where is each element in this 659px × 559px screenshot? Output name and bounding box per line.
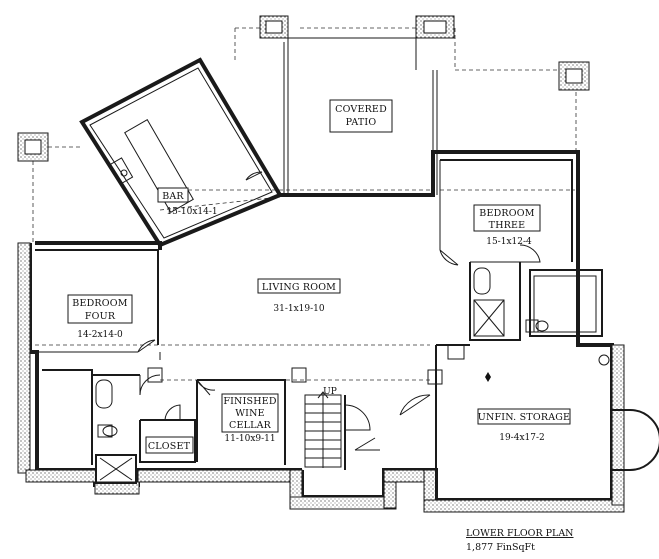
wine-cellar-label-box [221,393,279,433]
closet-room [139,404,196,463]
storage-label-box [477,408,571,425]
foundation-strips [17,242,625,513]
bedroom-four-name-1: BEDROOM [72,298,127,309]
bedroom-three-dims: 15-1x12-4 [486,237,532,247]
bedroom-four-dims: 14-2x14-0 [77,330,123,340]
bath-four [42,369,161,484]
deck-outline [32,27,577,381]
closet-name: CLOSET [148,441,191,452]
bath-three [469,262,603,341]
bedroom-three-name-2: THREE [489,220,526,231]
living-room-dims: 31-1x19-10 [273,304,325,314]
stair-up-label: UP [323,387,337,397]
unfinished-storage [399,344,659,500]
plan-area: 1,877 FinSqFt [466,542,535,553]
bedroom-three-name-1: BEDROOM [479,208,534,219]
stairwell [147,367,443,470]
exterior-walls [28,150,614,502]
bedroom-four-label-box [67,294,133,324]
wine-cellar [196,379,286,465]
closet-label-box [145,436,194,454]
wine-cellar-dims: 11-10x9-11 [224,434,275,444]
corner-post-left [17,132,49,162]
bar-name: BAR [162,191,184,202]
wine-cellar-name-2: WINE [235,408,265,419]
corner-post-right [558,61,590,91]
covered-patio-label-box [329,99,393,133]
covered-patio [283,37,438,195]
plan-title: LOWER FLOOR PLAN [466,528,574,539]
storage-dims: 19-4x17-2 [499,433,545,443]
bedroom-four-name-2: FOUR [85,311,116,322]
living-room-label-box [257,278,341,294]
bar-label-box [157,187,189,203]
bedroom-three [439,159,573,266]
wine-cellar-name-3: CELLAR [229,420,272,431]
corner-post-patio-right [415,15,455,39]
living-room-name: LIVING ROOM [262,282,336,293]
covered-patio-name-2: PATIO [346,117,377,128]
covered-patio-name-1: COVERED [335,104,387,115]
bedroom-four [35,249,161,360]
bedroom-three-label-box [473,204,541,232]
storage-name: UNFIN. STORAGE [478,412,570,423]
bar-dims: 15-10x14-1 [166,207,217,217]
wine-cellar-name-1: FINISHED [223,396,277,407]
bar-wing [79,57,283,248]
corner-post-patio-left [259,15,289,39]
